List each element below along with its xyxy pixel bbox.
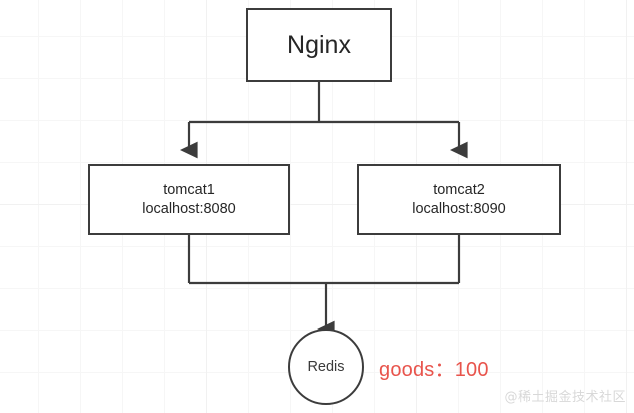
node-redis-label: Redis xyxy=(307,359,345,375)
node-tomcat2[interactable]: tomcat2 localhost:8090 xyxy=(357,164,561,235)
node-tomcat2-name: tomcat2 xyxy=(433,181,485,198)
annotation-goods-value: goods：100 xyxy=(379,359,489,381)
node-tomcat1-address: localhost:8080 xyxy=(142,200,236,217)
node-nginx-label: Nginx xyxy=(287,31,351,59)
node-tomcat1-name: tomcat1 xyxy=(163,181,215,198)
node-tomcat1[interactable]: tomcat1 localhost:8080 xyxy=(88,164,290,235)
node-redis[interactable]: Redis xyxy=(288,329,364,405)
node-nginx[interactable]: Nginx xyxy=(246,8,392,82)
watermark: @稀土掘金技术社区 xyxy=(504,390,626,405)
node-tomcat2-address: localhost:8090 xyxy=(412,200,506,217)
